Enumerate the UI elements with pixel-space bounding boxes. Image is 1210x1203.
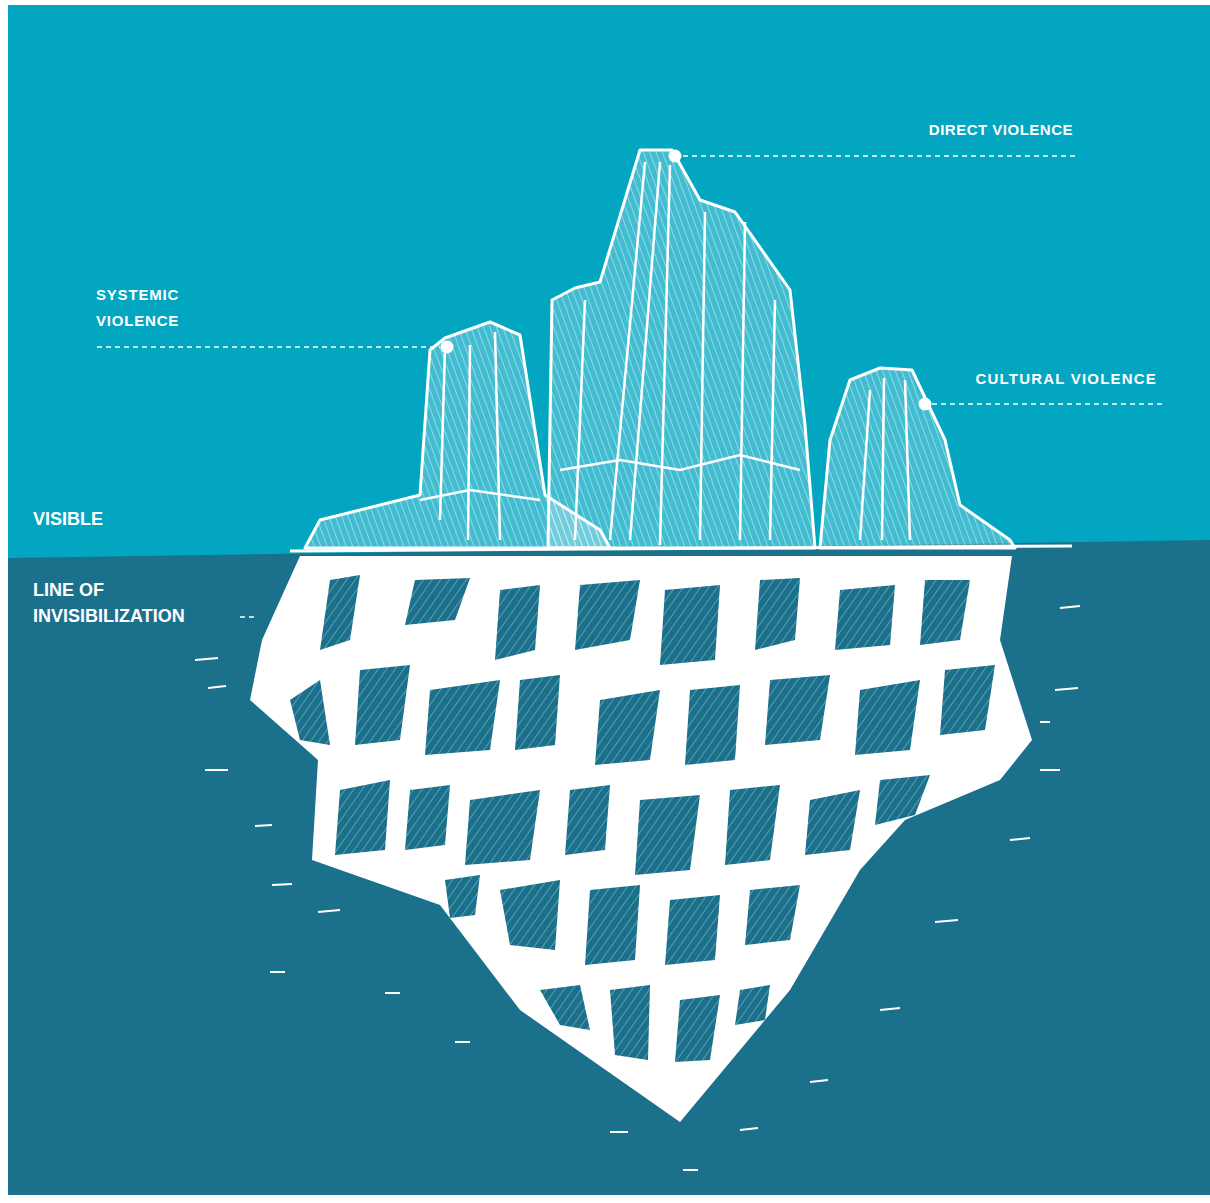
ripple: [740, 1128, 758, 1130]
ice-facet: [405, 785, 450, 850]
ripple: [880, 1008, 900, 1010]
ice-facet: [755, 578, 800, 650]
ripple: [810, 1080, 828, 1082]
ridge-line: [630, 162, 660, 540]
ripple: [683, 1169, 698, 1171]
leader-dot: [441, 341, 454, 354]
leader-line: [932, 403, 1162, 405]
ice-facet: [575, 580, 640, 650]
ice-facet: [320, 575, 360, 650]
ripple: [205, 769, 228, 771]
ripple: [935, 920, 958, 922]
ice-facet: [495, 585, 540, 660]
ice-facet: [405, 578, 470, 625]
ice-facet: [745, 885, 800, 945]
ice-facet: [515, 675, 560, 750]
ridge-line: [495, 332, 500, 540]
ice-facet: [465, 790, 540, 865]
ice-facet: [940, 665, 995, 735]
ripple: [255, 825, 272, 826]
sky-ground: [8, 5, 1210, 1195]
peak-ridges: [420, 162, 910, 545]
zone-label: LINE OF INVISIBILIZATION: [33, 577, 223, 629]
ice-facet: [660, 585, 720, 665]
ice-facet: [685, 685, 740, 765]
water-ground: [8, 540, 1210, 1195]
ripple: [270, 971, 285, 973]
ice-facet: [290, 680, 330, 745]
ice-facet: [585, 885, 640, 965]
ice-facet: [920, 580, 970, 645]
ice-facet: [540, 985, 590, 1030]
leader-line: [683, 155, 1075, 157]
ridge-line: [882, 378, 884, 540]
ripple: [385, 992, 400, 994]
ice-facet: [425, 680, 500, 755]
ridge-line: [468, 345, 470, 540]
ripple: [318, 910, 340, 912]
callout-label: CULTURAL VIOLENCE: [917, 370, 1157, 388]
ice-facet: [675, 995, 720, 1062]
leader-lines: [97, 156, 1162, 617]
ridge-line: [575, 300, 585, 540]
ice-facet: [725, 785, 780, 865]
iceberg-underwater: [250, 556, 1032, 1122]
leader-dot: [669, 150, 682, 163]
ripple: [1010, 838, 1030, 840]
leader-line: [240, 616, 256, 618]
ridge-line: [770, 300, 775, 540]
ripple: [1055, 688, 1078, 690]
ice-facet: [855, 680, 920, 755]
ice-facet: [835, 585, 895, 650]
central-peak: [548, 150, 815, 548]
ripple: [195, 658, 218, 660]
ice-facet: [765, 675, 830, 745]
ridge-line: [905, 380, 910, 540]
ridge-line: [610, 162, 645, 540]
zone-label: VISIBLE: [33, 508, 193, 530]
ridge-line: [700, 212, 705, 540]
ice-facets: [290, 575, 995, 1062]
ice-facet: [595, 690, 660, 765]
leader-line: [97, 346, 440, 348]
right-peak: [820, 368, 1015, 548]
water-ripples: [195, 606, 1080, 1170]
leader-dot: [919, 398, 932, 411]
ripple: [208, 686, 226, 688]
ice-facet: [805, 790, 860, 855]
ice-facet: [565, 785, 610, 855]
callout-label: DIRECT VIOLENCE: [853, 121, 1073, 139]
ice-facet: [665, 895, 720, 965]
water-line: [290, 546, 1072, 551]
ridge-line: [740, 222, 745, 540]
ridge-line: [560, 455, 800, 470]
callout-label: SYSTEMIC VIOLENCE: [96, 282, 208, 334]
ridge-line: [660, 165, 670, 545]
ice-facet: [355, 665, 410, 745]
ice-facet: [500, 880, 560, 950]
ripple: [1040, 721, 1050, 723]
leader-dots: [441, 150, 932, 411]
ripple: [455, 1041, 470, 1043]
iceberg-peaks: [305, 150, 1015, 548]
ripple: [610, 1131, 628, 1133]
ice-facet: [875, 775, 930, 825]
ice-facet: [610, 985, 650, 1060]
ice-facet: [335, 780, 390, 855]
ripple: [272, 884, 292, 885]
ripple: [1060, 606, 1080, 608]
ice-facet: [635, 795, 700, 875]
ridge-line: [860, 390, 870, 540]
ridge-line: [420, 490, 540, 500]
ice-facet: [445, 875, 480, 918]
ice-facet: [735, 985, 770, 1025]
ripple: [1040, 769, 1060, 771]
